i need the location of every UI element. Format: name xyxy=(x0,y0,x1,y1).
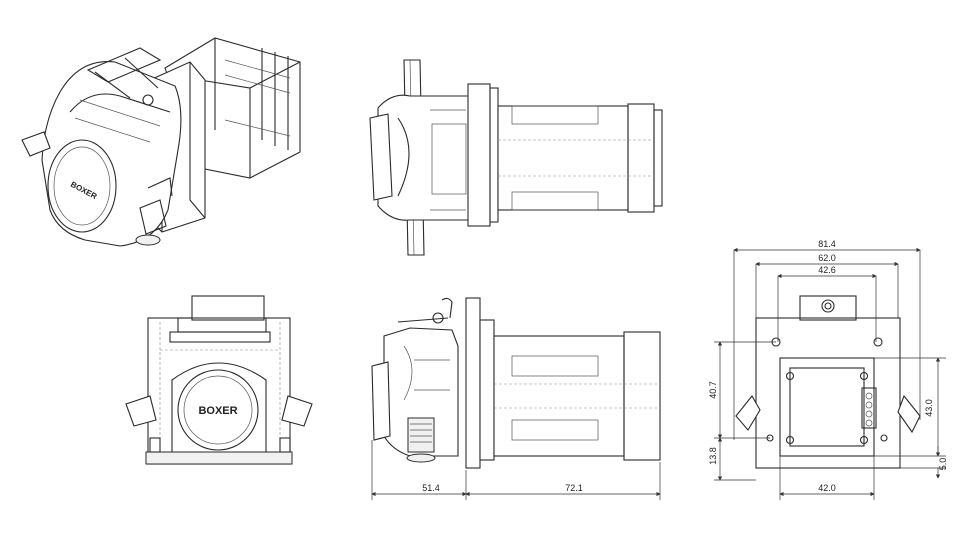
dim-motor-length: 72.1 xyxy=(565,483,583,493)
rear-view xyxy=(735,295,921,469)
side-view-top xyxy=(369,59,663,256)
dim-total-width: 81.4 xyxy=(818,239,836,249)
rear-view-dimensions: 81.4 62.0 42.6 40.7 13.8 43.0 5.0 42.0 xyxy=(708,239,948,500)
dim-right-height: 43.0 xyxy=(924,399,934,417)
dim-mount-height: 40.7 xyxy=(708,381,718,399)
side-view-length-dimensions: 51.4 72.1 xyxy=(371,440,661,500)
front-brand-label: BOXER xyxy=(198,405,237,417)
side-view-bottom xyxy=(371,297,661,469)
dim-base-height: 5.0 xyxy=(938,458,948,471)
dim-bottom-width: 42.0 xyxy=(818,483,836,493)
dim-front-length: 51.4 xyxy=(422,483,440,493)
isometric-view: BOXER xyxy=(21,37,301,247)
dim-inner-width: 42.6 xyxy=(818,265,836,275)
front-view: BOXER xyxy=(125,295,313,465)
dim-bottom-hole-height: 13.8 xyxy=(708,447,718,465)
dim-mount-width: 62.0 xyxy=(818,253,836,263)
